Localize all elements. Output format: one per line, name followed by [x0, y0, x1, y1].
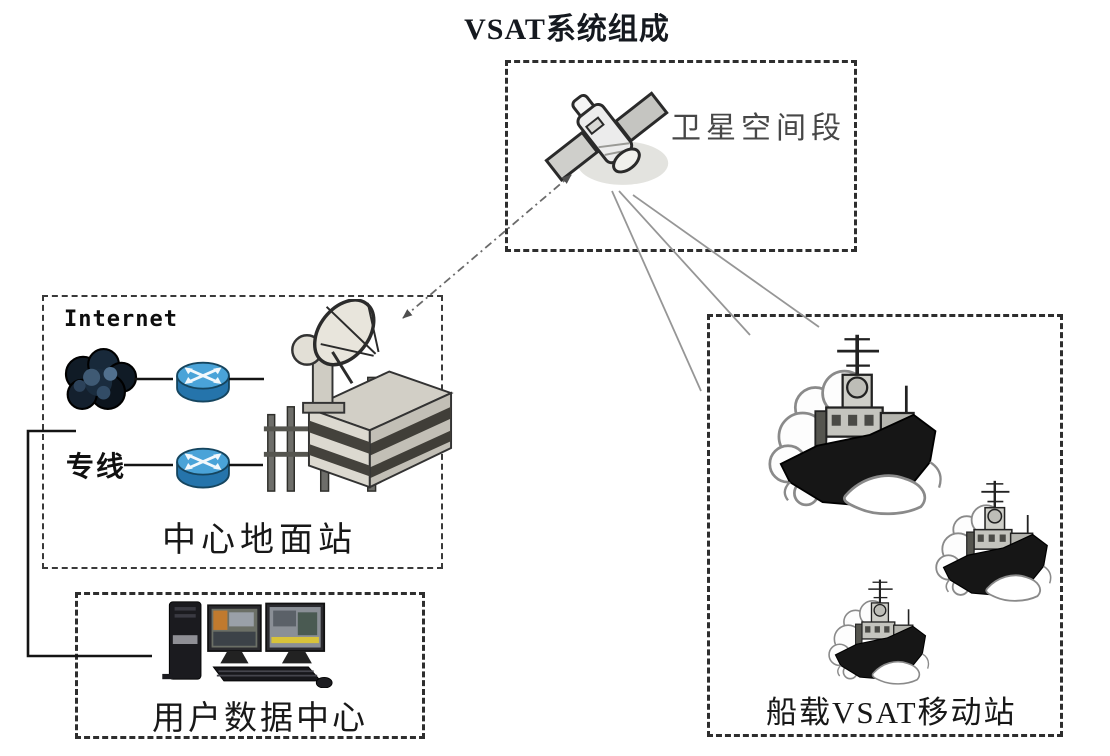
data-center-section-label: 用户数据中心 — [152, 701, 368, 737]
satellite-section-box: 卫星空间段 — [505, 60, 857, 252]
warship-icon — [935, 479, 1052, 603]
workstation-icon — [162, 601, 333, 688]
data-center-section-box: 用户数据中心 — [75, 592, 425, 739]
warship-icon — [828, 578, 930, 685]
router-icon — [176, 447, 230, 489]
satellite-section-label: 卫星空间段 — [671, 112, 846, 145]
mobile-stations-section-box: 船载VSAT移动站 — [707, 314, 1063, 737]
diagram-title: VSAT系统组成 — [464, 13, 670, 46]
earth-station-building-icon — [263, 299, 454, 492]
satellite-icon — [544, 91, 669, 185]
mobile-stations-section-label: 船载VSAT移动站 — [766, 695, 1017, 730]
router-icon — [176, 361, 230, 403]
ground-station-section-box: Internet — [42, 295, 454, 569]
internet-cloud-icon — [64, 348, 138, 410]
warship-icon — [768, 332, 943, 516]
ground-station-section-label: 中心地面站 — [162, 522, 357, 559]
dedicated-line-label: 专线 — [66, 452, 127, 483]
internet-label: Internet — [64, 307, 178, 332]
